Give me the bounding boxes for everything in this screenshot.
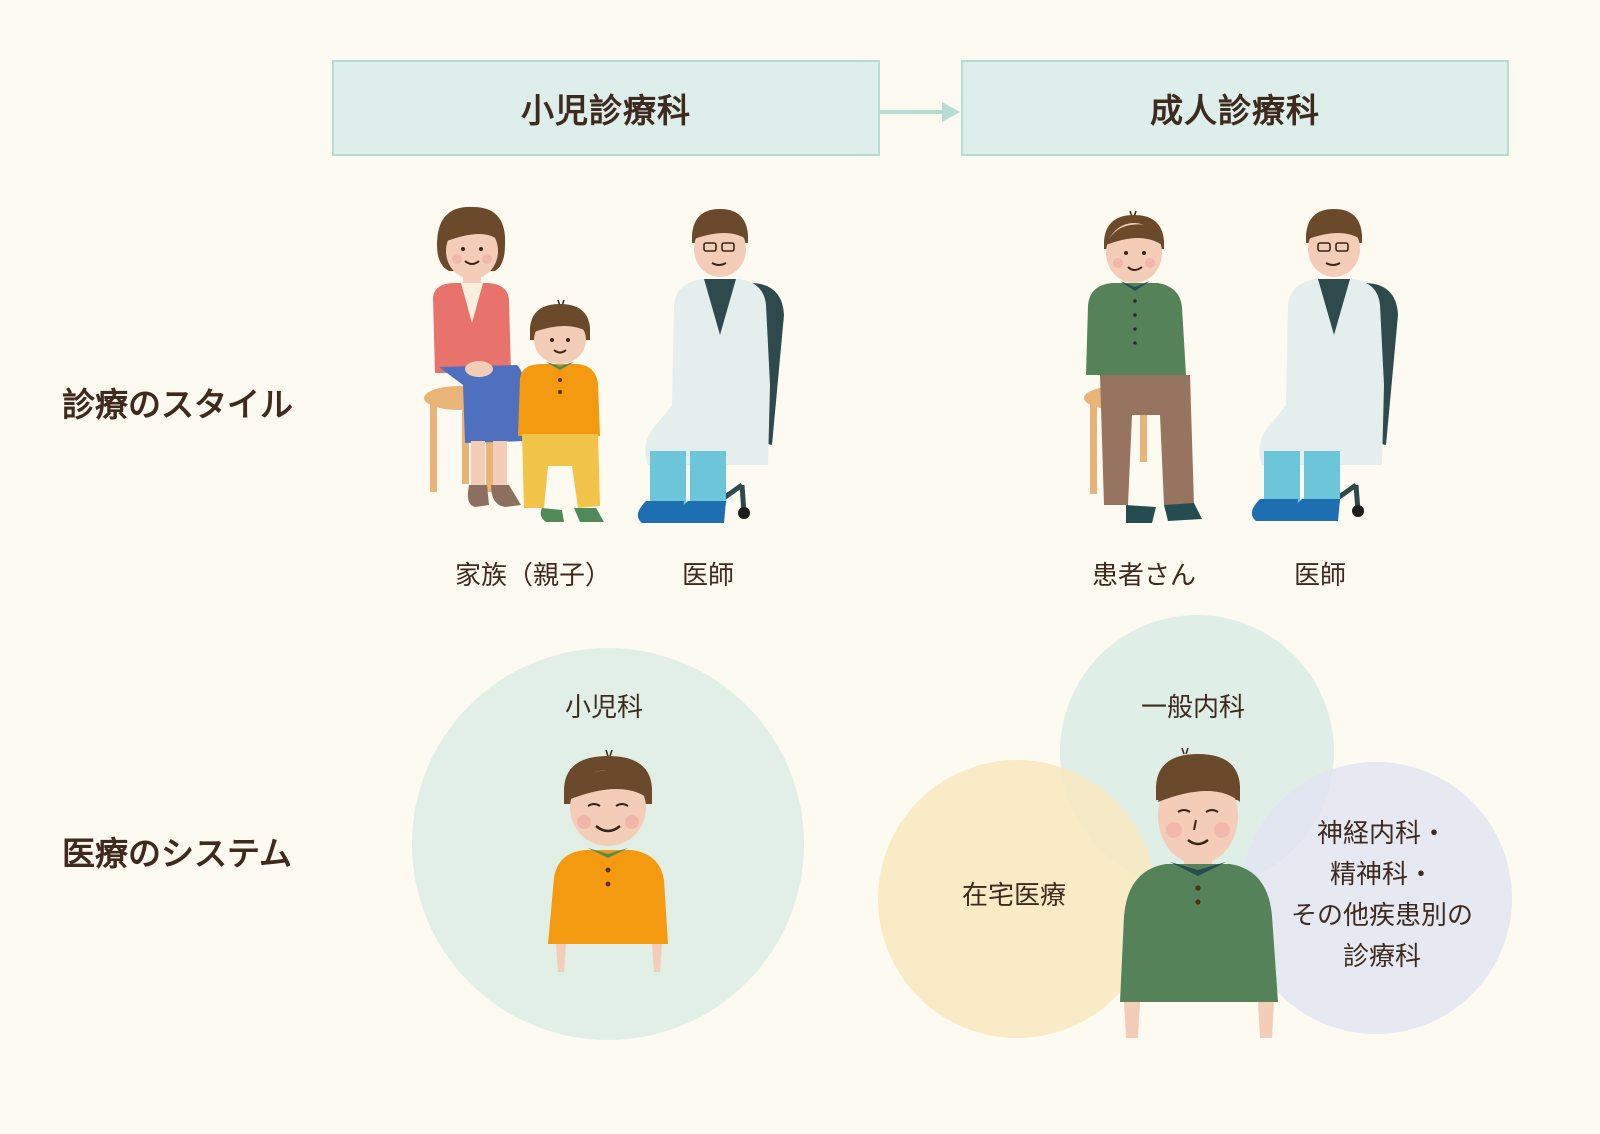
specialty-line-1: 神経内科・ (1316, 819, 1447, 849)
general-internal-medicine-label: 一般内科 (1141, 693, 1246, 723)
adult-upper-body-icon (1116, 746, 1286, 1046)
arrow-right-icon (880, 100, 962, 124)
label-doctor-pediatric: 医師 (682, 561, 735, 591)
child-upper-body-icon (544, 748, 674, 978)
mother-figure-icon (425, 205, 535, 525)
specialty-line-4: 診療科 (1342, 942, 1421, 972)
pediatrics-label: 小児科 (565, 693, 644, 723)
pediatric-department-header: 小児診療科 (332, 60, 880, 156)
label-patient: 患者さん (1092, 561, 1197, 591)
home-medical-care-label: 在宅医療 (962, 881, 1067, 911)
label-doctor-adult: 医師 (1294, 561, 1347, 591)
specialty-line-2: 精神科・ (1329, 860, 1434, 890)
doctor-figure-icon (1246, 205, 1416, 525)
specialty-departments-label: 神経内科・ 精神科・ その他疾患別の 診療科 (1282, 814, 1482, 978)
specialty-line-3: その他疾患別の (1290, 901, 1473, 931)
row-label-medical-system: 医療のシステム (62, 834, 293, 873)
doctor-figure-icon (632, 205, 802, 525)
adult-department-header: 成人診療科 (961, 60, 1509, 156)
label-family: 家族（親子） (455, 561, 612, 591)
pediatric-department-title: 小児診療科 (521, 91, 691, 130)
adult-patient-figure-icon (1082, 205, 1212, 535)
home-medical-care-circle (878, 760, 1156, 1038)
row-label-care-style: 診療のスタイル (62, 385, 293, 424)
adult-department-title: 成人診療科 (1150, 91, 1320, 130)
specialty-departments-circle (1240, 762, 1512, 1034)
child-seated-figure-icon (512, 296, 612, 536)
